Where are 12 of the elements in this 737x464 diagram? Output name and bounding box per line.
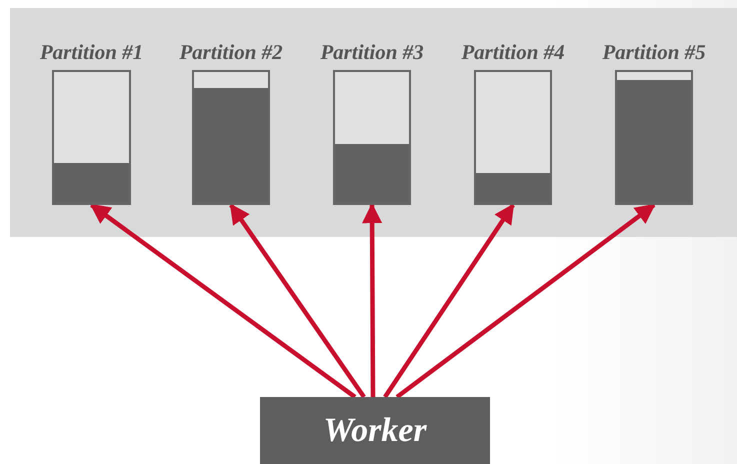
arrow — [362, 202, 382, 398]
partition-title: Partition #3 — [319, 40, 425, 65]
worker-label: Worker — [323, 412, 427, 450]
partition-title: Partition #2 — [178, 40, 284, 65]
arrow — [383, 203, 515, 398]
arrow — [396, 203, 656, 399]
arrow — [229, 203, 366, 398]
arrow — [90, 203, 356, 399]
worker-box — [260, 397, 490, 464]
partition-title: Partition #1 — [38, 40, 144, 65]
partition-title: Partition #4 — [460, 40, 566, 65]
partition-title: Partition #5 — [601, 40, 707, 65]
